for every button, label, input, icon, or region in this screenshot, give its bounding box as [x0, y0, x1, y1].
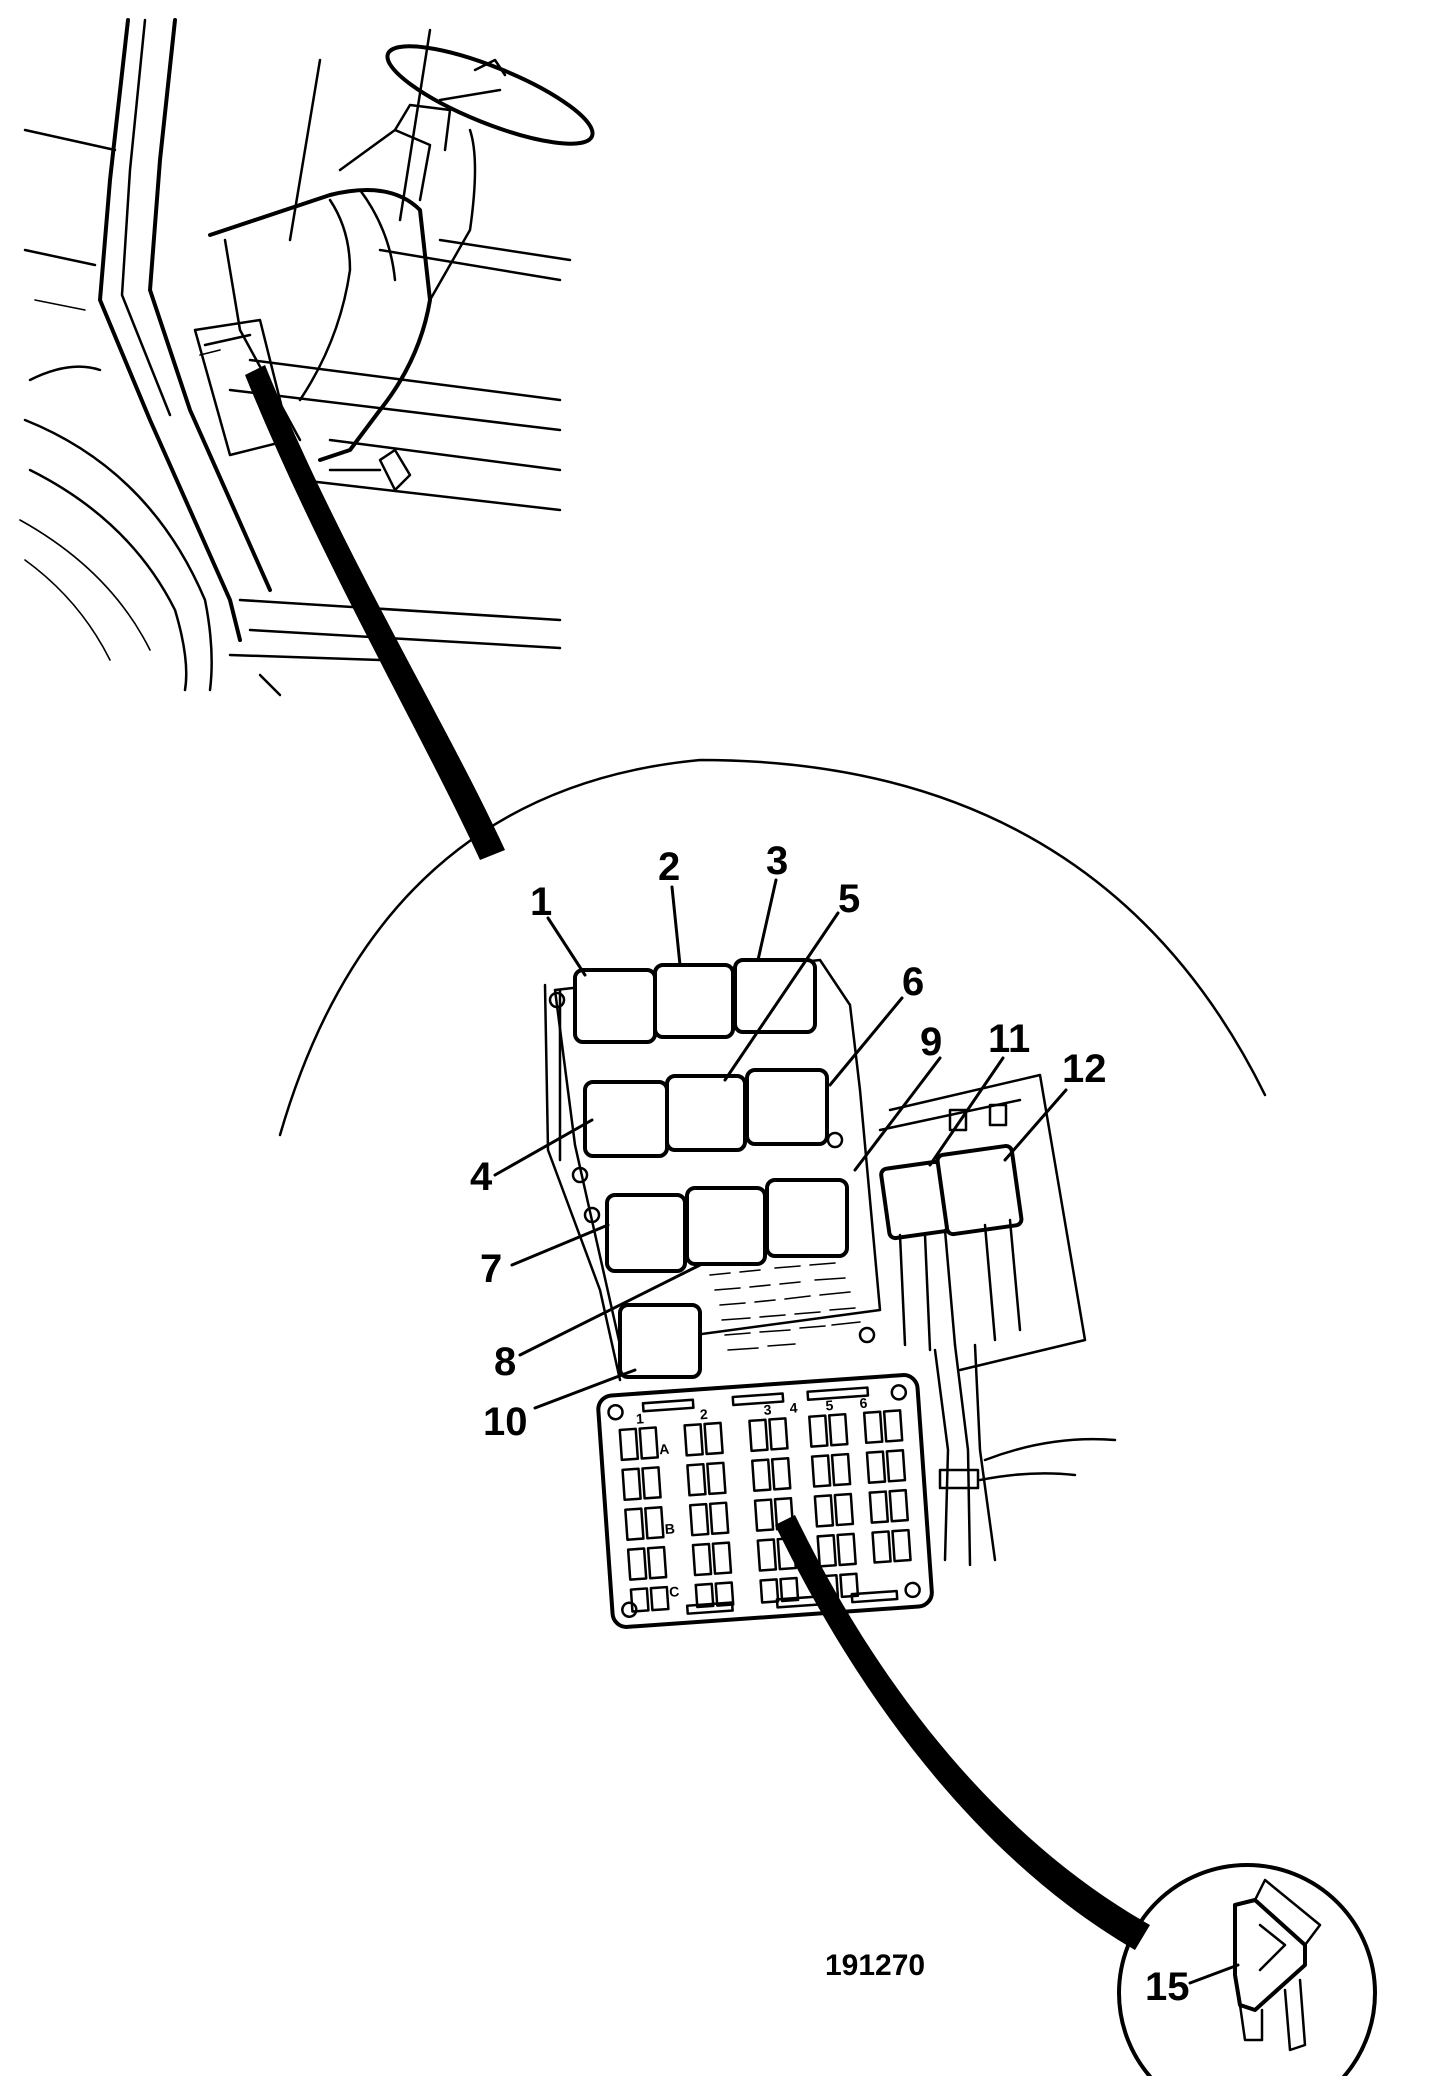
cab-interior-view: [19, 18, 595, 697]
blade-fuse: [1233, 1898, 1307, 2012]
fuse-column-mark-3: 3: [763, 1401, 772, 1418]
figure-number: 191270: [825, 1949, 925, 1982]
callout-2: 2: [658, 845, 680, 889]
callout-7: 7: [480, 1247, 502, 1291]
callout-15: 15: [1145, 1965, 1190, 2009]
relay-5: [665, 1074, 747, 1152]
fuse-column-mark-6: 6: [859, 1395, 868, 1412]
fuse-column-mark-1: 1: [635, 1410, 644, 1427]
callout-8: 8: [494, 1340, 516, 1384]
relay-3: [733, 958, 817, 1034]
relay-10: [618, 1303, 702, 1379]
fuse-column-mark-2: 2: [699, 1406, 708, 1423]
relay-7: [605, 1193, 687, 1273]
fuse-row-mark-c: C: [669, 1583, 680, 1600]
fuse-column-mark-5: 5: [825, 1397, 834, 1414]
relay-8: [685, 1186, 767, 1266]
callout-leaders: [493, 878, 1240, 1985]
relay-2: [653, 963, 735, 1039]
relay-6: [745, 1068, 829, 1146]
callout-11: 11: [988, 1017, 1030, 1061]
relay-1: [573, 968, 657, 1044]
callout-4: 4: [470, 1155, 493, 1199]
magnify-pointer: [245, 365, 505, 860]
relay-9: [765, 1178, 849, 1258]
callout-3: 3: [766, 839, 788, 883]
callout-6: 6: [902, 960, 924, 1004]
fuse-row-mark-a: A: [659, 1441, 670, 1458]
callout-5: 5: [838, 877, 860, 921]
fuse-row-mark-b: B: [664, 1520, 675, 1537]
callout-1: 1: [530, 880, 552, 924]
callout-10: 10: [483, 1400, 528, 1444]
relay-4: [583, 1080, 669, 1158]
magnified-fusebox-view: 1 2 3 4 5 6 A B C: [278, 758, 1267, 1629]
fuse-inset: [1117, 1863, 1377, 2076]
fuse-block: [596, 1373, 934, 1629]
fuse-pointer: [775, 1515, 1150, 1950]
fuse-rows: 1 2 3 4 5 6 A B C: [607, 1384, 921, 1618]
callout-12: 12: [1062, 1047, 1107, 1091]
callout-9: 9: [920, 1020, 942, 1064]
board-legend: [709, 1262, 861, 1351]
fuse-column-mark-4: 4: [789, 1400, 798, 1417]
